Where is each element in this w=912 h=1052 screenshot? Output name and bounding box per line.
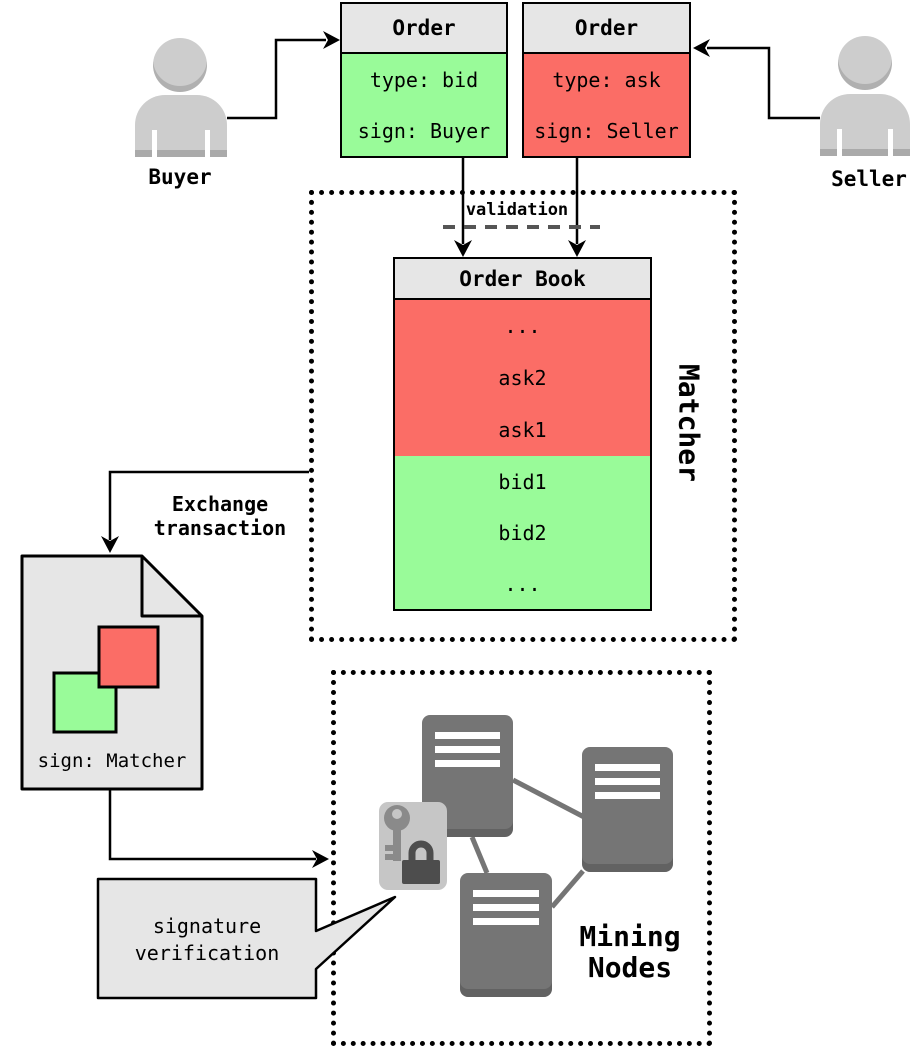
- signature-verification-label: signature verification: [98, 913, 316, 967]
- seller-arm-slit-right: [888, 129, 893, 156]
- book-entry: ...: [504, 571, 541, 596]
- buyer-body: [135, 95, 227, 157]
- seller-label: Seller: [831, 167, 907, 191]
- order-box-ask: Order type: ask sign: Seller: [522, 2, 691, 158]
- node-stripe: [435, 760, 500, 767]
- bubble-line2: verification: [134, 941, 280, 965]
- buyer-head: [153, 38, 207, 92]
- matcher-container: [309, 190, 737, 642]
- order-book-asks-zone: ... ask2 ask1: [395, 300, 650, 456]
- document-to-mining-arrow: [108, 789, 329, 868]
- order-book-bids-zone: bid1 bid2 ...: [395, 456, 650, 609]
- seller-body: [820, 94, 910, 156]
- mining-node-top: [422, 715, 513, 837]
- mining-nodes-container: [331, 670, 712, 1046]
- mining-label-line1: Mining: [579, 920, 681, 953]
- matcher-label: Matcher: [672, 363, 706, 483]
- seller-to-order-arrow: [693, 39, 820, 120]
- book-entry: ask1: [498, 418, 547, 442]
- order-bid-title: Order: [342, 4, 506, 54]
- mining-node-bottom: [460, 873, 552, 997]
- node-stripe: [435, 732, 500, 739]
- book-entry: ask2: [498, 366, 547, 390]
- document-sign-label: sign: Matcher: [37, 750, 187, 772]
- order-book-title: Order Book: [395, 259, 650, 300]
- book-entry: bid1: [498, 469, 547, 494]
- node-stripe: [473, 918, 539, 925]
- buyer-label: Buyer: [148, 165, 212, 189]
- buyer-to-order-arrow: [227, 31, 340, 120]
- validation-label: validation: [465, 200, 569, 220]
- node-stripe: [435, 746, 500, 753]
- seller-head: [838, 36, 892, 90]
- document-green-square: [52, 671, 118, 734]
- order-bid-type: type: bid: [369, 67, 479, 92]
- exchange-transaction-label: Exchange transaction: [130, 492, 310, 540]
- mining-node-right: [582, 747, 673, 872]
- order-book: Order Book ... ask2 ask1 bid1 bid2 ...: [393, 257, 652, 611]
- buyer-arm-slit-left: [152, 130, 157, 157]
- document-red-square: [97, 625, 160, 689]
- book-entry: ...: [504, 314, 541, 338]
- order-ask-title: Order: [524, 4, 689, 54]
- seller-arm-slit-left: [837, 129, 842, 156]
- bubble-line1: signature: [152, 914, 262, 938]
- order-ask-type: type: ask: [552, 67, 661, 92]
- node-stripe: [595, 778, 660, 785]
- mining-label-line2: Nodes: [587, 951, 673, 984]
- mining-nodes-label: Mining Nodes: [550, 921, 710, 983]
- order-box-bid: Order type: bid sign: Buyer: [340, 2, 508, 158]
- order-bid-sign: sign: Buyer: [357, 118, 491, 143]
- exchange-label-line2: transaction: [153, 516, 287, 540]
- node-stripe: [473, 890, 539, 897]
- node-stripe: [595, 764, 660, 771]
- buyer-arm-slit-right: [205, 130, 210, 157]
- book-entry: bid2: [498, 520, 547, 545]
- order-ask-sign: sign: Seller: [534, 118, 679, 143]
- node-stripe: [473, 904, 539, 911]
- node-stripe: [595, 792, 660, 799]
- exchange-label-line1: Exchange: [171, 492, 269, 516]
